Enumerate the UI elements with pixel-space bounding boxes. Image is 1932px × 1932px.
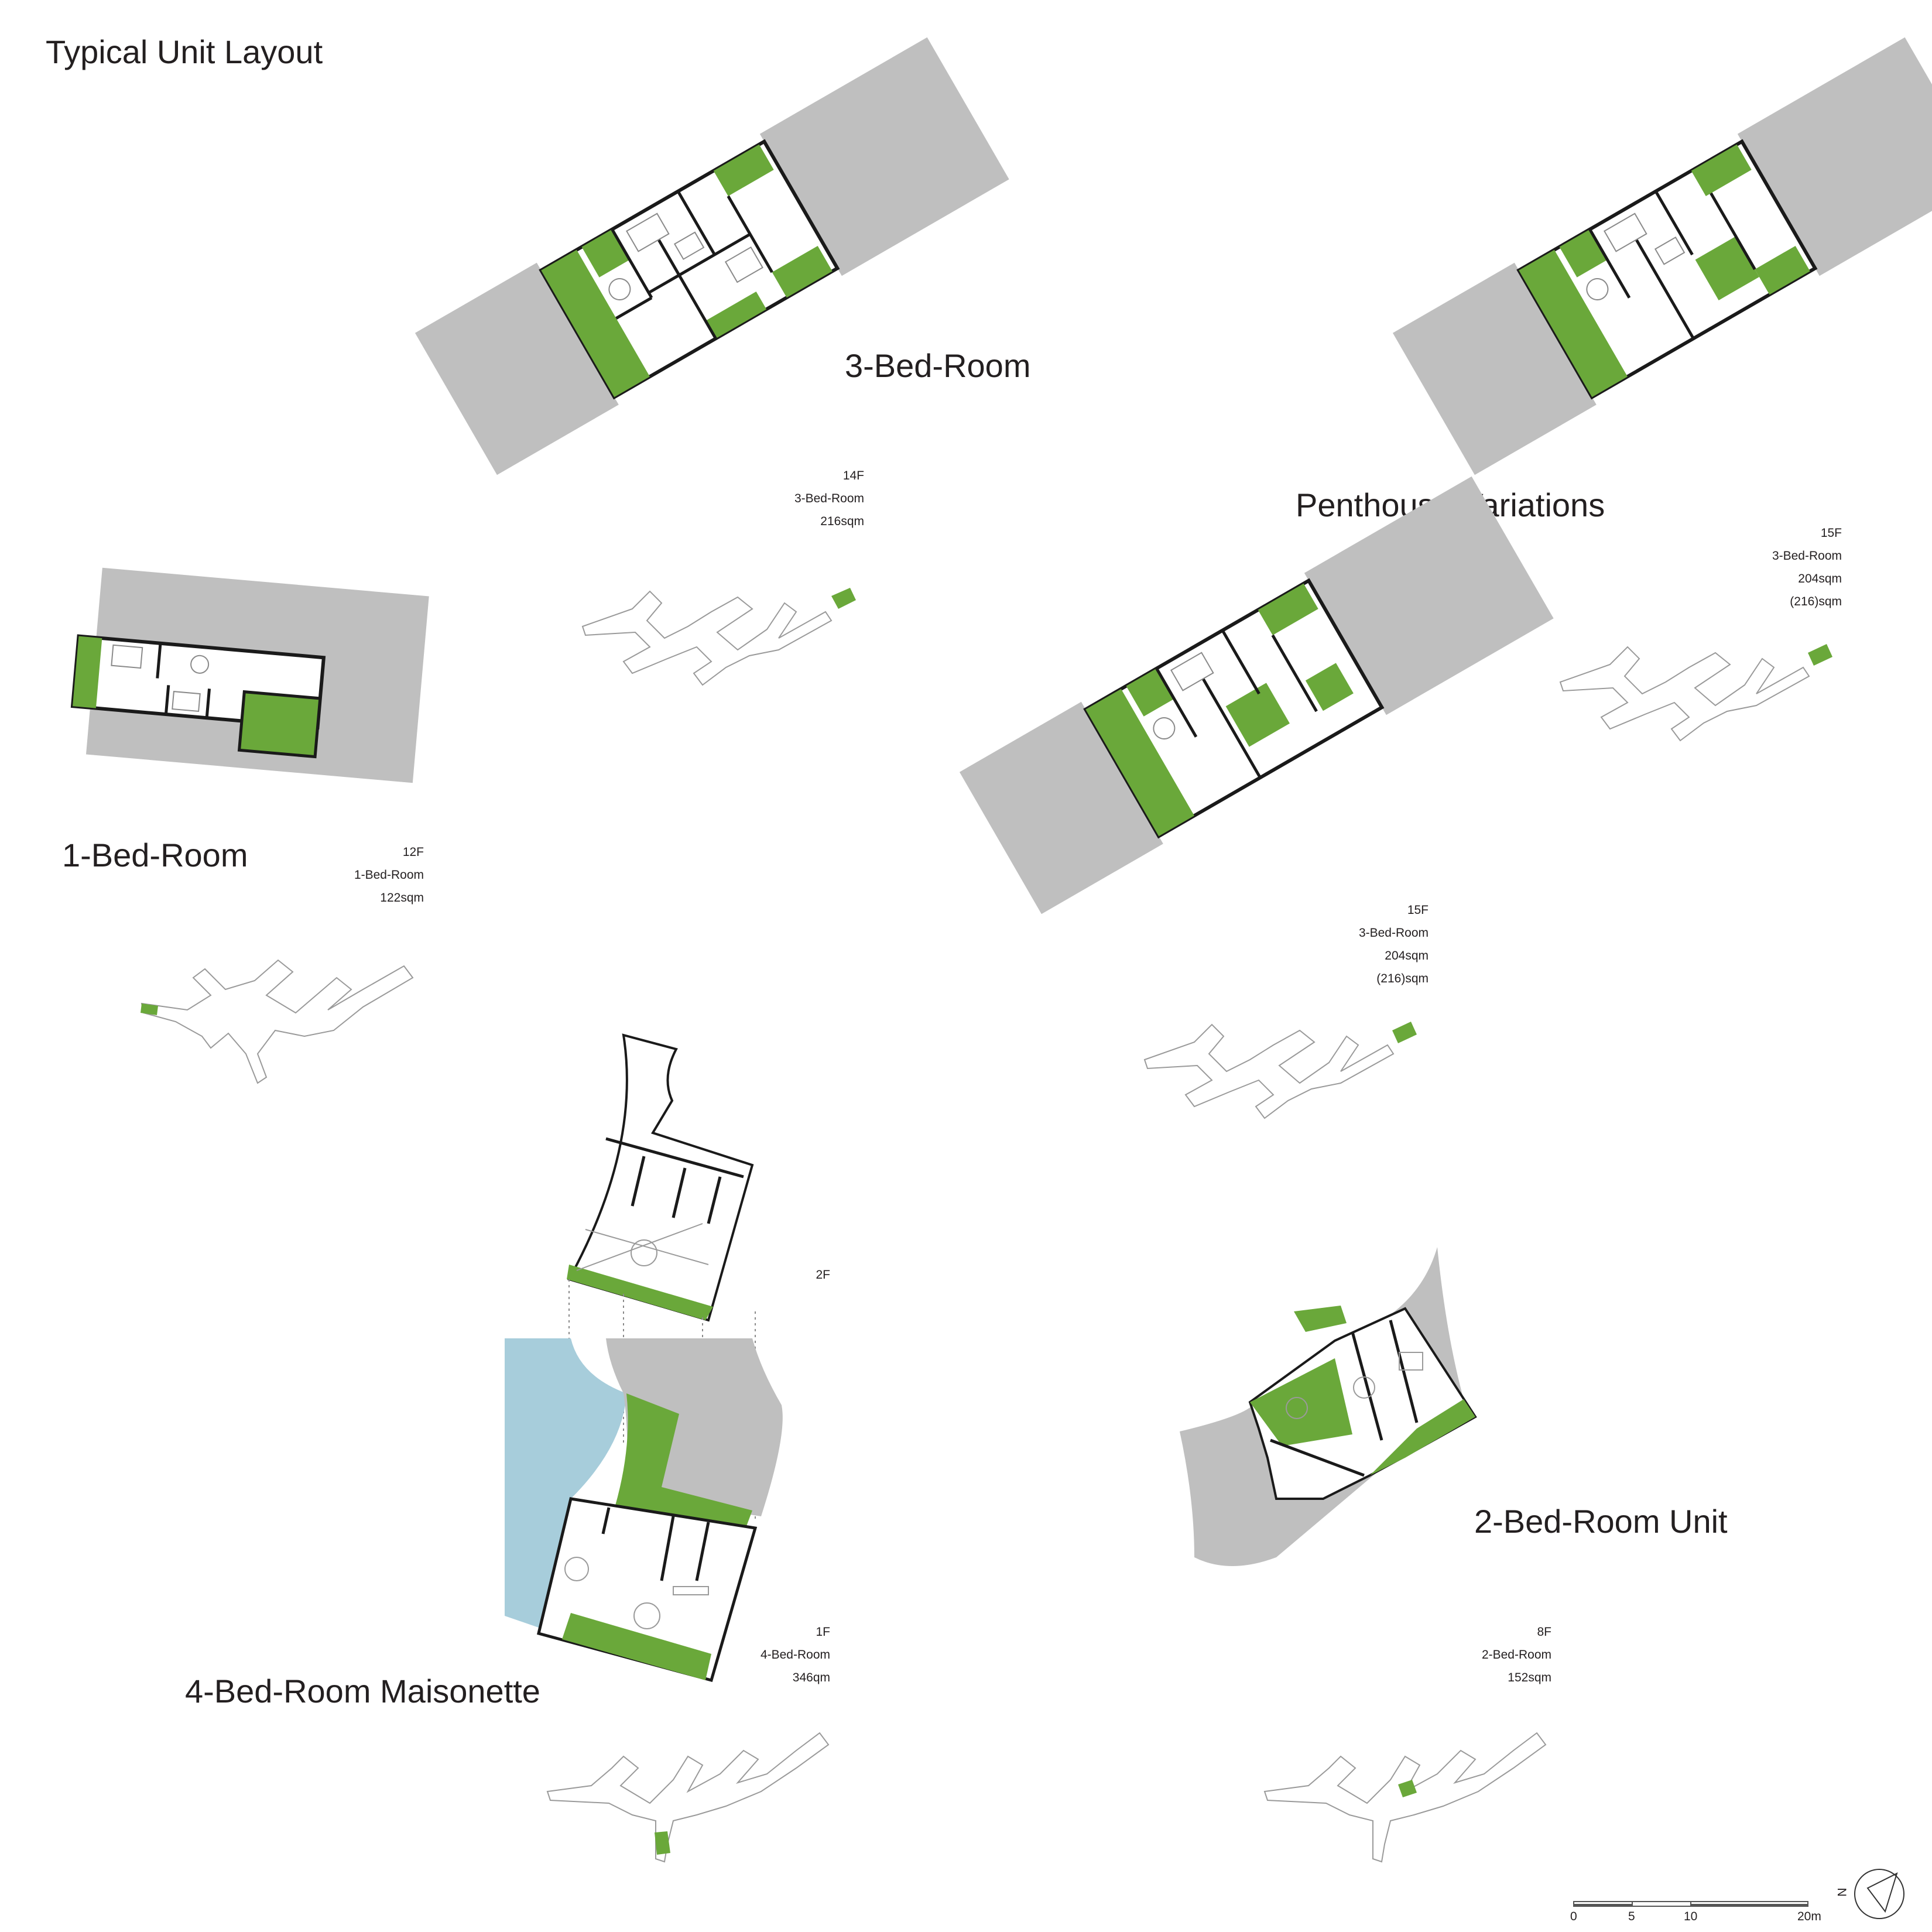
heading-4-bed-room-maisonette: 4-Bed-Room Maisonette xyxy=(185,1673,540,1710)
water-pool xyxy=(505,1338,626,1628)
courtyard-green xyxy=(1695,236,1759,300)
scale-tick-label: 5 xyxy=(1628,1910,1635,1923)
heading-2-bed-room-unit: 2-Bed-Room Unit xyxy=(1474,1503,1728,1540)
area-alt-label: (216)sqm xyxy=(1376,972,1429,985)
unit-type-label: 3-Bed-Room xyxy=(1358,926,1429,940)
site-grey-right xyxy=(1304,476,1554,715)
site-grey-right xyxy=(759,37,1009,276)
balcony-green xyxy=(705,291,767,339)
area-label: 216sqm xyxy=(820,515,864,528)
key-map-15f-b-highlight xyxy=(1392,1022,1417,1043)
plan-maisonette-2f xyxy=(567,1033,754,1322)
garden-green xyxy=(615,1393,752,1534)
scale-tick-label: 10 xyxy=(1684,1910,1698,1923)
key-map-12f-highlight xyxy=(141,1003,158,1015)
info-block-15f-b: 15F 3-Bed-Room 204sqm (216)sqm xyxy=(1359,899,1429,990)
north-arrow-icon xyxy=(1854,1869,1904,1919)
info-block-14f: 14F 3-Bed-Room 216sqm xyxy=(794,464,864,533)
balcony-green xyxy=(1305,663,1354,711)
site-grey-left xyxy=(959,701,1163,914)
balcony-green xyxy=(713,144,774,197)
balcony-green xyxy=(1755,245,1810,295)
floor-label: 2F xyxy=(816,1268,830,1282)
page-title: Typical Unit Layout xyxy=(46,33,323,70)
key-map-14f xyxy=(581,590,833,686)
balcony-green xyxy=(1370,1399,1475,1475)
area-label: 204sqm xyxy=(1385,949,1429,962)
balcony-green xyxy=(1294,1306,1347,1332)
garden-green xyxy=(237,690,322,759)
info-block-1f: 1F 4-Bed-Room 346qm xyxy=(761,1621,830,1689)
balcony-green xyxy=(772,245,833,298)
key-map-8f xyxy=(1263,1732,1547,1863)
key-map-1f-highlight xyxy=(655,1831,670,1855)
info-block-8f: 8F 2-Bed-Room 152sqm xyxy=(1482,1621,1551,1689)
key-map-15f-a-highlight xyxy=(1808,644,1832,666)
unit-type-label: 1-Bed-Room xyxy=(354,868,424,882)
area-label: 152sqm xyxy=(1508,1671,1551,1684)
floor-label: 15F xyxy=(1407,903,1429,917)
unit-type-label: 4-Bed-Room xyxy=(760,1648,830,1662)
info-block-12f: 12F 1-Bed-Room 122sqm xyxy=(354,841,424,909)
courtyard-green xyxy=(1225,683,1290,747)
site-grey-left xyxy=(1392,262,1597,475)
key-map-12f xyxy=(141,959,414,1084)
unit-type-label: 2-Bed-Room xyxy=(1481,1648,1551,1662)
unit-type-label: 3-Bed-Room xyxy=(1772,549,1842,563)
key-map-15f-a xyxy=(1559,646,1810,742)
plan-2-bed-room-unit xyxy=(1180,1247,1477,1566)
key-map-15f-b xyxy=(1143,1023,1395,1119)
heading-1-bed-room: 1-Bed-Room xyxy=(62,837,248,873)
floor-label: 8F xyxy=(1537,1625,1551,1639)
info-block-15f-a: 15F 3-Bed-Room 204sqm (216)sqm xyxy=(1772,522,1842,613)
plan-penthouse-variation-a xyxy=(1392,37,1932,475)
floor-label: 1F xyxy=(816,1625,830,1639)
key-map-1f xyxy=(546,1732,830,1863)
site-grey-right xyxy=(1737,37,1932,276)
scale-tick-label: 20m xyxy=(1797,1910,1821,1923)
key-map-8f-highlight xyxy=(1398,1780,1417,1797)
terrace-green xyxy=(1519,249,1628,398)
terrace-green xyxy=(1085,688,1194,837)
plan-maisonette-1f xyxy=(505,1338,783,1683)
floor-label: 15F xyxy=(1820,526,1842,540)
balcony-green xyxy=(567,1265,713,1320)
terrace-green xyxy=(73,636,102,708)
balcony-green xyxy=(1691,144,1752,197)
key-map-14f-highlight xyxy=(831,588,856,609)
terrace-green xyxy=(1250,1358,1352,1446)
terrace-green xyxy=(541,249,650,398)
site-grey-left xyxy=(415,262,619,475)
unit-type-label: 3-Bed-Room xyxy=(794,492,864,505)
balcony-green xyxy=(1258,583,1318,636)
heading-3-bed-room: 3-Bed-Room xyxy=(845,347,1031,384)
area-alt-label: (216)sqm xyxy=(1790,595,1842,608)
plan-1-bed-room xyxy=(70,567,429,783)
info-block-2f: 2F xyxy=(816,1263,830,1286)
area-label: 346qm xyxy=(792,1671,830,1684)
north-label: N xyxy=(1835,1888,1849,1897)
area-label: 122sqm xyxy=(380,891,424,905)
area-label: 204sqm xyxy=(1798,572,1842,585)
unit-outline xyxy=(567,1033,754,1322)
balcony-green xyxy=(562,1613,711,1680)
scale-tick-label: 0 xyxy=(1570,1910,1577,1923)
plan-3-bed-room xyxy=(415,37,1009,475)
scale-bar xyxy=(1573,1901,1808,1907)
floor-label: 14F xyxy=(842,469,864,482)
floor-label: 12F xyxy=(402,845,424,859)
plan-penthouse-variation-b xyxy=(959,476,1554,914)
